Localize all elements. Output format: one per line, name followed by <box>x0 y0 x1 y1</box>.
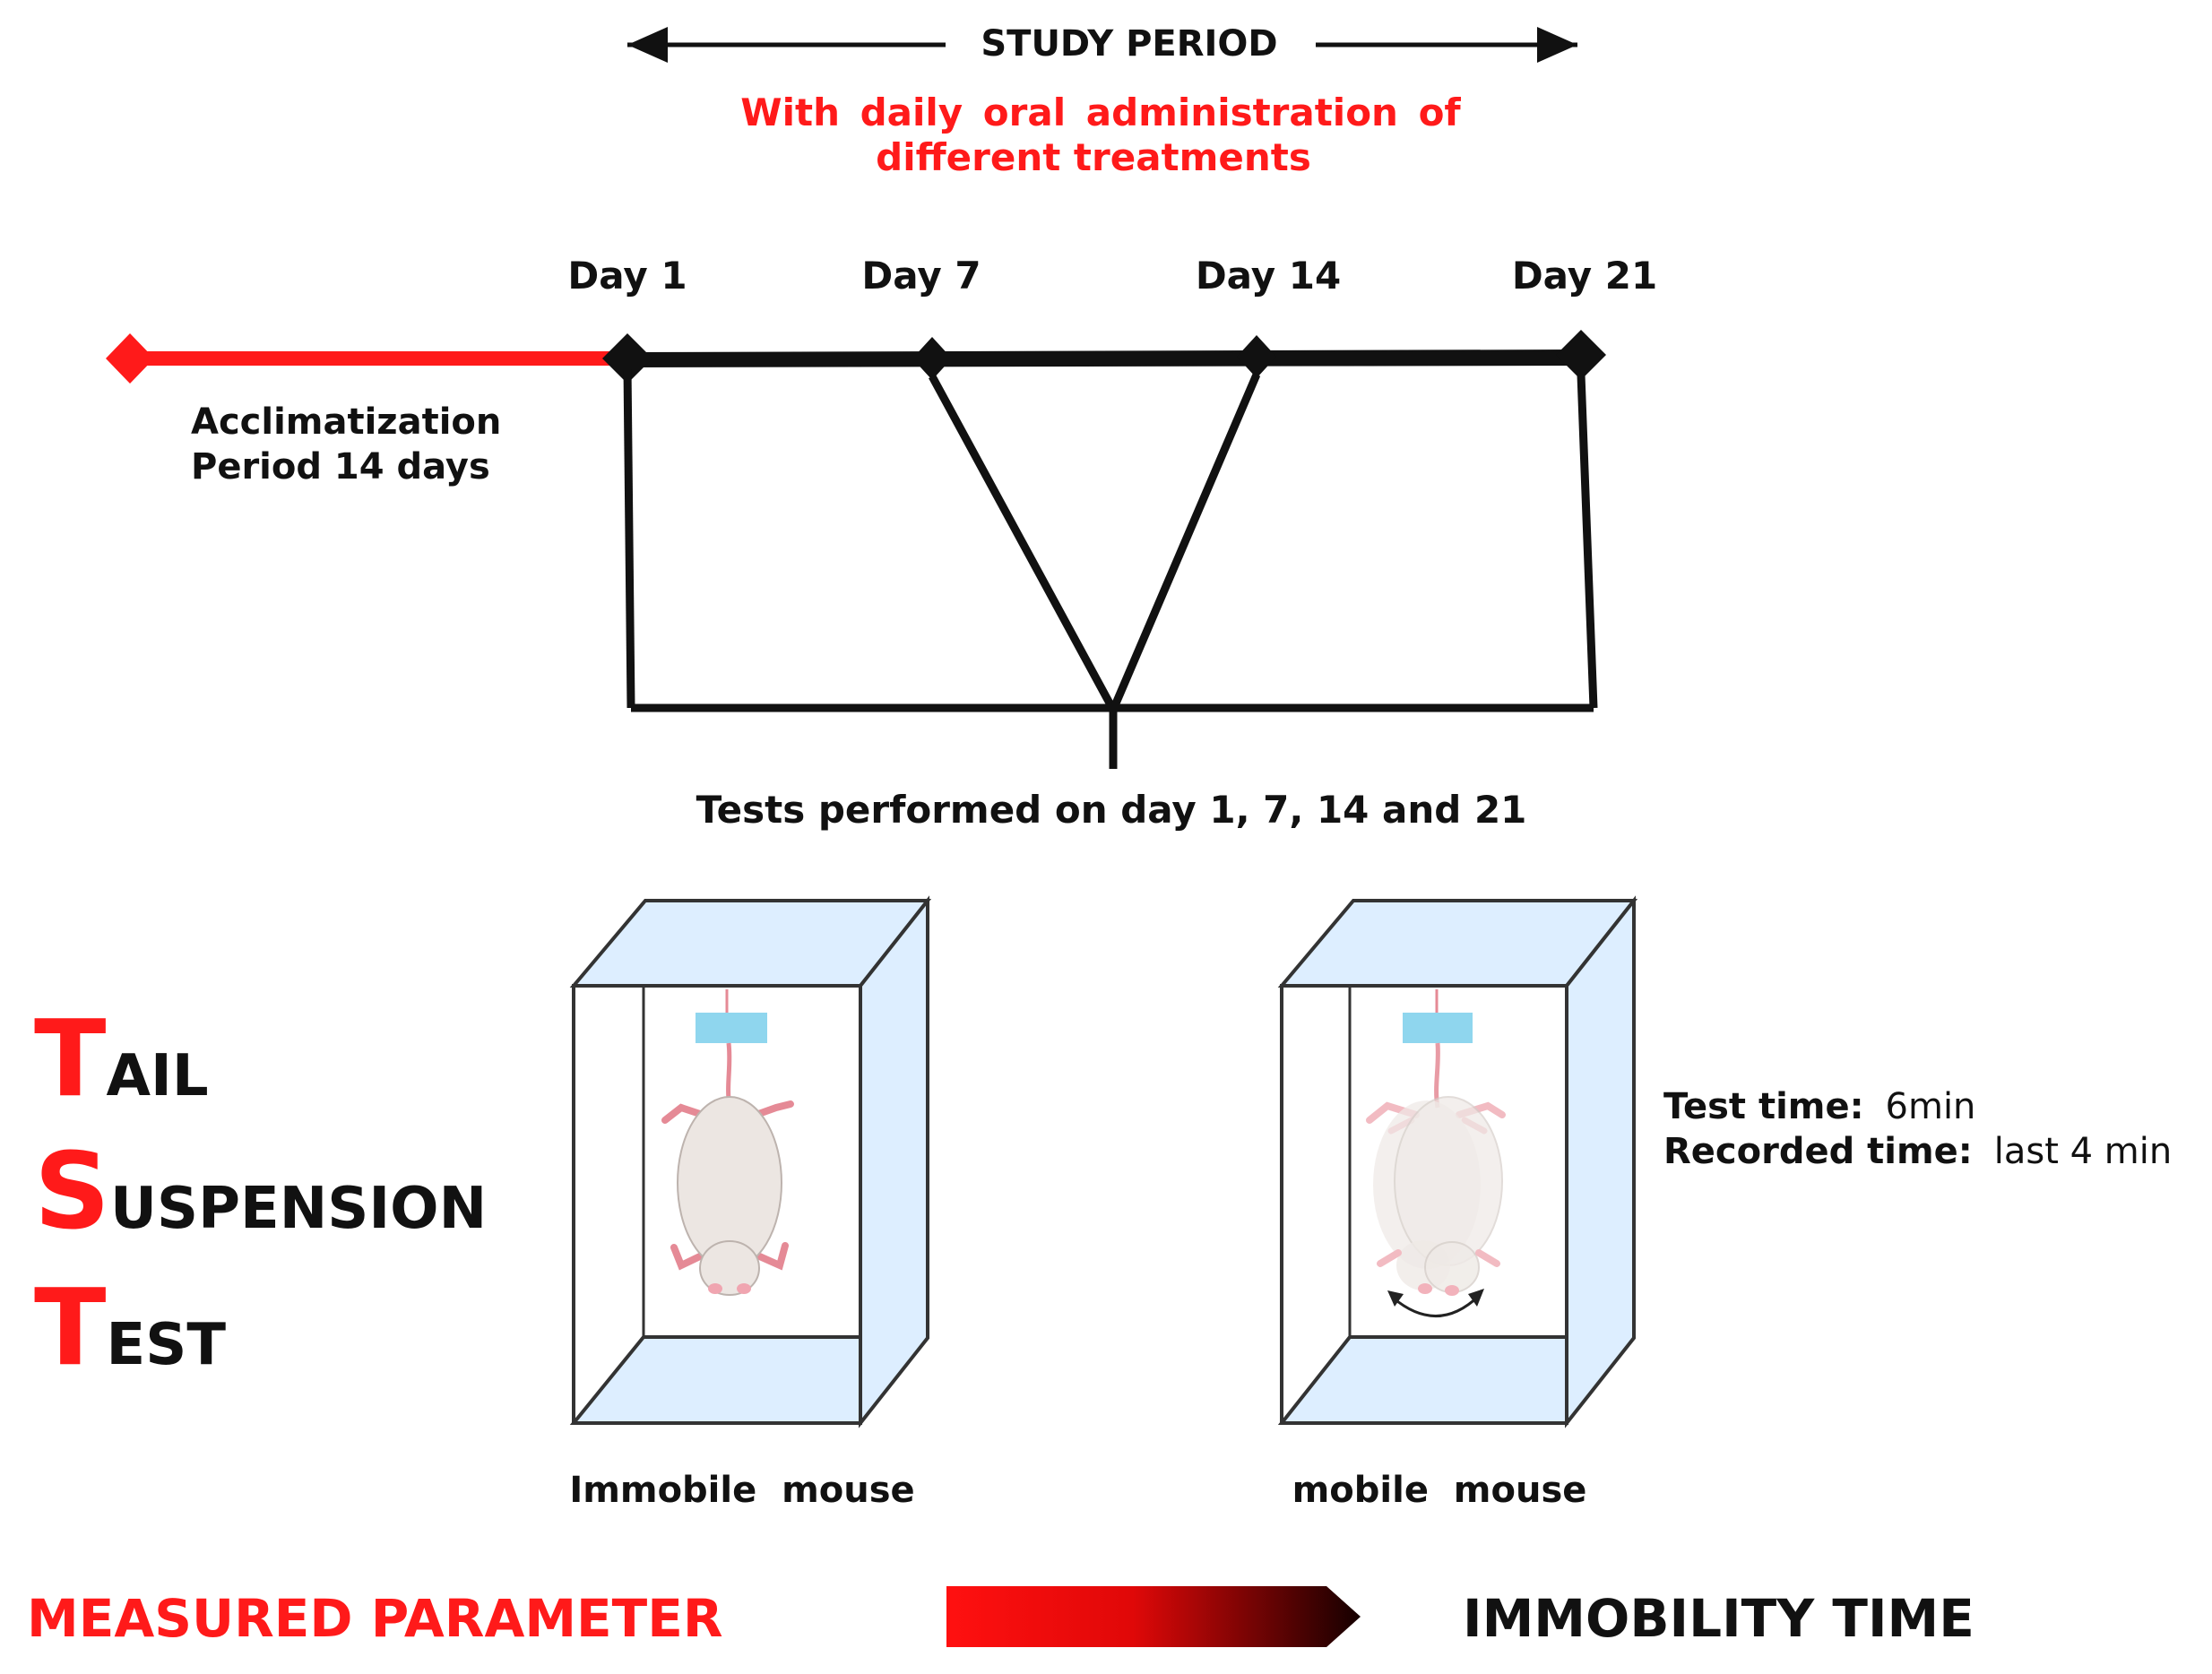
swing-arrowhead-left <box>1387 1290 1404 1307</box>
study-period-bar <box>627 349 1579 367</box>
immobile-mouse-box: Immobile mouse <box>569 895 932 1511</box>
test-day-connectors <box>623 367 1598 769</box>
swing-arrowhead-right <box>1468 1289 1484 1307</box>
tst-title: TAIL SUSPENSION TEST <box>34 997 487 1389</box>
mobile-mouse-caption: mobile mouse <box>1292 1470 1587 1511</box>
box-right-panel <box>1565 895 1636 1428</box>
tst-title-line1: TAIL <box>34 997 209 1120</box>
tst-title-line2: SUSPENSION <box>34 1129 487 1253</box>
day1-label: Day 1 <box>567 254 687 298</box>
test-time-value: 6min <box>1886 1086 1976 1127</box>
timeline: Day 1 Day 7 Day 14 Day 21 Acclimatizatio… <box>106 254 1657 832</box>
day21-label: Day 21 <box>1512 254 1657 298</box>
tst-title-initial-t: T <box>34 997 107 1120</box>
day7-label: Day 7 <box>861 254 981 298</box>
recorded-time-label: Recorded time: <box>1663 1131 1973 1172</box>
box-inner-frame <box>642 984 862 1339</box>
moving-mouse-figure <box>1366 1042 1506 1296</box>
tst-title-initial-s: S <box>34 1129 110 1253</box>
box-bottom-panel <box>569 1335 862 1425</box>
measured-parameter-label: MEASURED PARAMETER <box>27 1588 723 1649</box>
study-period-header: STUDY PERIOD With daily oral administrat… <box>627 23 1577 179</box>
treatment-note-line1: With daily oral administration of <box>740 91 1461 134</box>
test-time-line: Test time: 6min <box>1663 1086 1975 1127</box>
mobile-mouse-box: mobile mouse <box>1277 895 1638 1511</box>
immobile-mouse-caption: Immobile mouse <box>569 1470 914 1511</box>
treatment-note-line2: different treatments <box>876 135 1311 179</box>
swing-motion-arrow <box>1392 1294 1481 1317</box>
tst-title-rest-uspension: USPENSION <box>110 1176 487 1242</box>
recorded-time-value: last 4 min <box>1994 1131 2172 1172</box>
day7-marker <box>912 337 952 380</box>
tests-caption: Tests performed on day 1, 7, 14 and 21 <box>696 788 1527 832</box>
day14-marker <box>1237 335 1276 378</box>
day1-marker <box>602 333 652 384</box>
box-right-panel <box>859 895 929 1428</box>
acclimatization-label-line2: Period 14 days <box>191 446 490 488</box>
day21-marker <box>1556 330 1606 380</box>
mouse-figure <box>661 1042 794 1296</box>
immobility-time-label: IMMOBILITY TIME <box>1463 1588 1974 1649</box>
box-inner-frame <box>1348 984 1568 1339</box>
tst-title-initial-t2: T <box>34 1265 107 1389</box>
acclimatization-label-line1: Acclimatization <box>191 401 501 443</box>
acclimatization-start-marker <box>106 333 154 384</box>
tape-strip <box>1403 1013 1473 1043</box>
day14-label: Day 14 <box>1196 254 1341 298</box>
tst-title-rest-est: EST <box>107 1312 227 1378</box>
gradient-arrow <box>946 1586 1361 1647</box>
tape-strip <box>696 1013 767 1043</box>
box-bottom-panel <box>1277 1335 1568 1425</box>
tst-title-rest-ail: AIL <box>107 1043 209 1109</box>
study-period-label: STUDY PERIOD <box>981 23 1277 65</box>
footer: MEASURED PARAMETER IMMOBILITY TIME <box>27 1586 1974 1649</box>
tst-title-line3: TEST <box>34 1265 226 1389</box>
test-info: Test time: 6min Recorded time: last 4 mi… <box>1663 1086 2172 1172</box>
test-time-label: Test time: <box>1663 1086 1864 1127</box>
recorded-time-line: Recorded time: last 4 min <box>1663 1131 2172 1172</box>
